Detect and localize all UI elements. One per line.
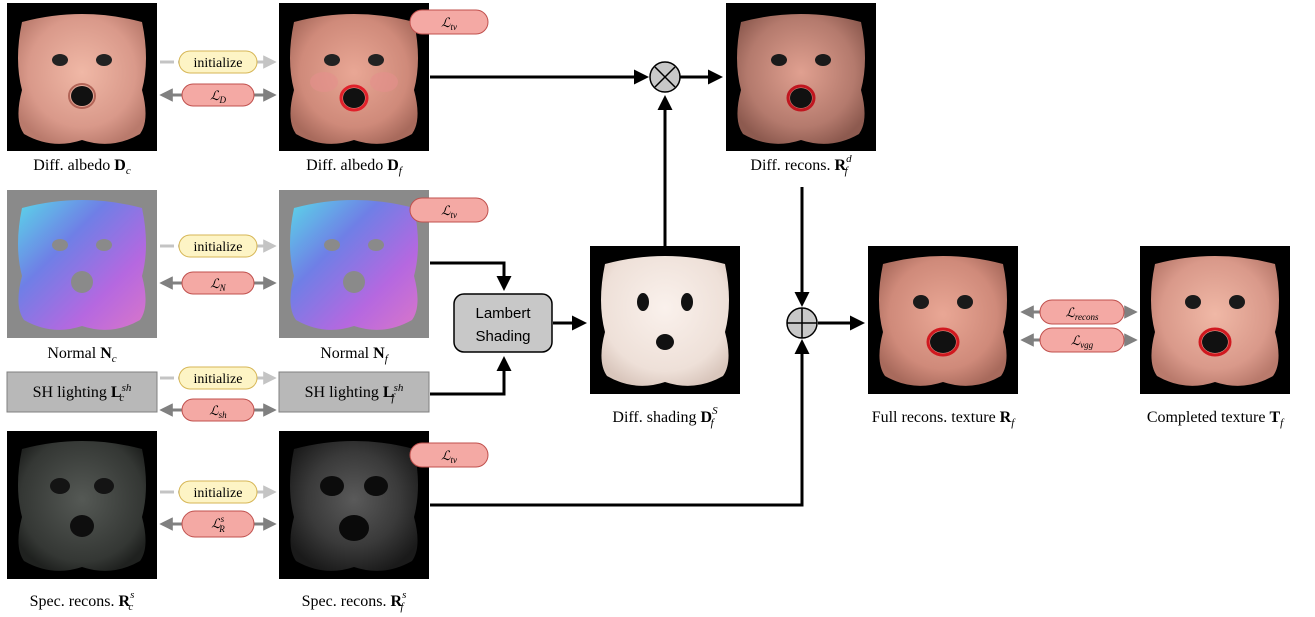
diff-albedo-f-image	[279, 3, 429, 151]
diff-albedo-f-caption: Diff. albedo Df	[306, 157, 404, 177]
svg-text:initialize: initialize	[194, 56, 243, 71]
normal-c-caption: Normal Nc	[47, 345, 116, 365]
diff-shading-image	[590, 246, 740, 394]
diff-albedo-c-caption: Diff. albedo Dc	[33, 157, 131, 177]
full-recons-image	[868, 246, 1018, 394]
svg-text:ℒD: ℒD	[210, 88, 226, 105]
initialize-pill: initialize	[178, 234, 258, 258]
svg-text:Shading: Shading	[475, 328, 530, 345]
full-recons-caption: Full recons. texture Rf	[872, 409, 1017, 429]
loss-vgg-pill: ℒvgg	[1039, 327, 1125, 353]
loss-tv-pill: ℒtv	[409, 197, 489, 223]
loss-n-pill: ℒN	[181, 271, 255, 295]
loss-recons-pill: ℒrecons	[1039, 299, 1125, 325]
svg-text:ℒtv: ℒtv	[441, 448, 457, 465]
initialize-pill: initialize	[178, 366, 258, 390]
svg-text:initialize: initialize	[194, 372, 243, 387]
normal-f-caption: Normal Nf	[320, 345, 389, 365]
diff-recons-image	[726, 3, 876, 151]
spec-recons-c-image	[7, 431, 157, 579]
normal-c-image	[7, 190, 157, 338]
add-operator	[786, 307, 818, 339]
spec-recons-f-image	[279, 431, 429, 579]
completed-texture-caption: Completed texture Tf	[1147, 409, 1285, 429]
multiply-operator	[649, 61, 681, 93]
svg-text:Lambert: Lambert	[475, 305, 531, 322]
svg-text:ℒrecons: ℒrecons	[1065, 305, 1099, 322]
normal-f-image	[279, 190, 429, 338]
initialize-pill: initialize	[178, 50, 258, 74]
svg-text:ℒsh: ℒsh	[209, 403, 227, 420]
lambert-shading-box: Lambert Shading	[453, 293, 553, 353]
svg-text:ℒtv: ℒtv	[441, 15, 457, 32]
loss-tv-pill: ℒtv	[409, 9, 489, 35]
svg-text:ℒvgg: ℒvgg	[1071, 333, 1094, 350]
loss-tv-pill: ℒtv	[409, 442, 489, 468]
svg-text:ℒtv: ℒtv	[441, 203, 457, 220]
flow-arrows	[430, 69, 865, 507]
svg-text:ℒsR: ℒsR	[211, 514, 225, 534]
loss-d-pill: ℒD	[181, 83, 255, 107]
svg-text:initialize: initialize	[194, 240, 243, 255]
svg-text:initialize: initialize	[194, 486, 243, 501]
diff-albedo-c-image	[7, 3, 157, 151]
initialize-pill: initialize	[178, 480, 258, 504]
loss-sh-pill: ℒsh	[181, 398, 255, 422]
completed-texture-image	[1140, 246, 1290, 394]
svg-text:ℒN: ℒN	[210, 276, 226, 293]
